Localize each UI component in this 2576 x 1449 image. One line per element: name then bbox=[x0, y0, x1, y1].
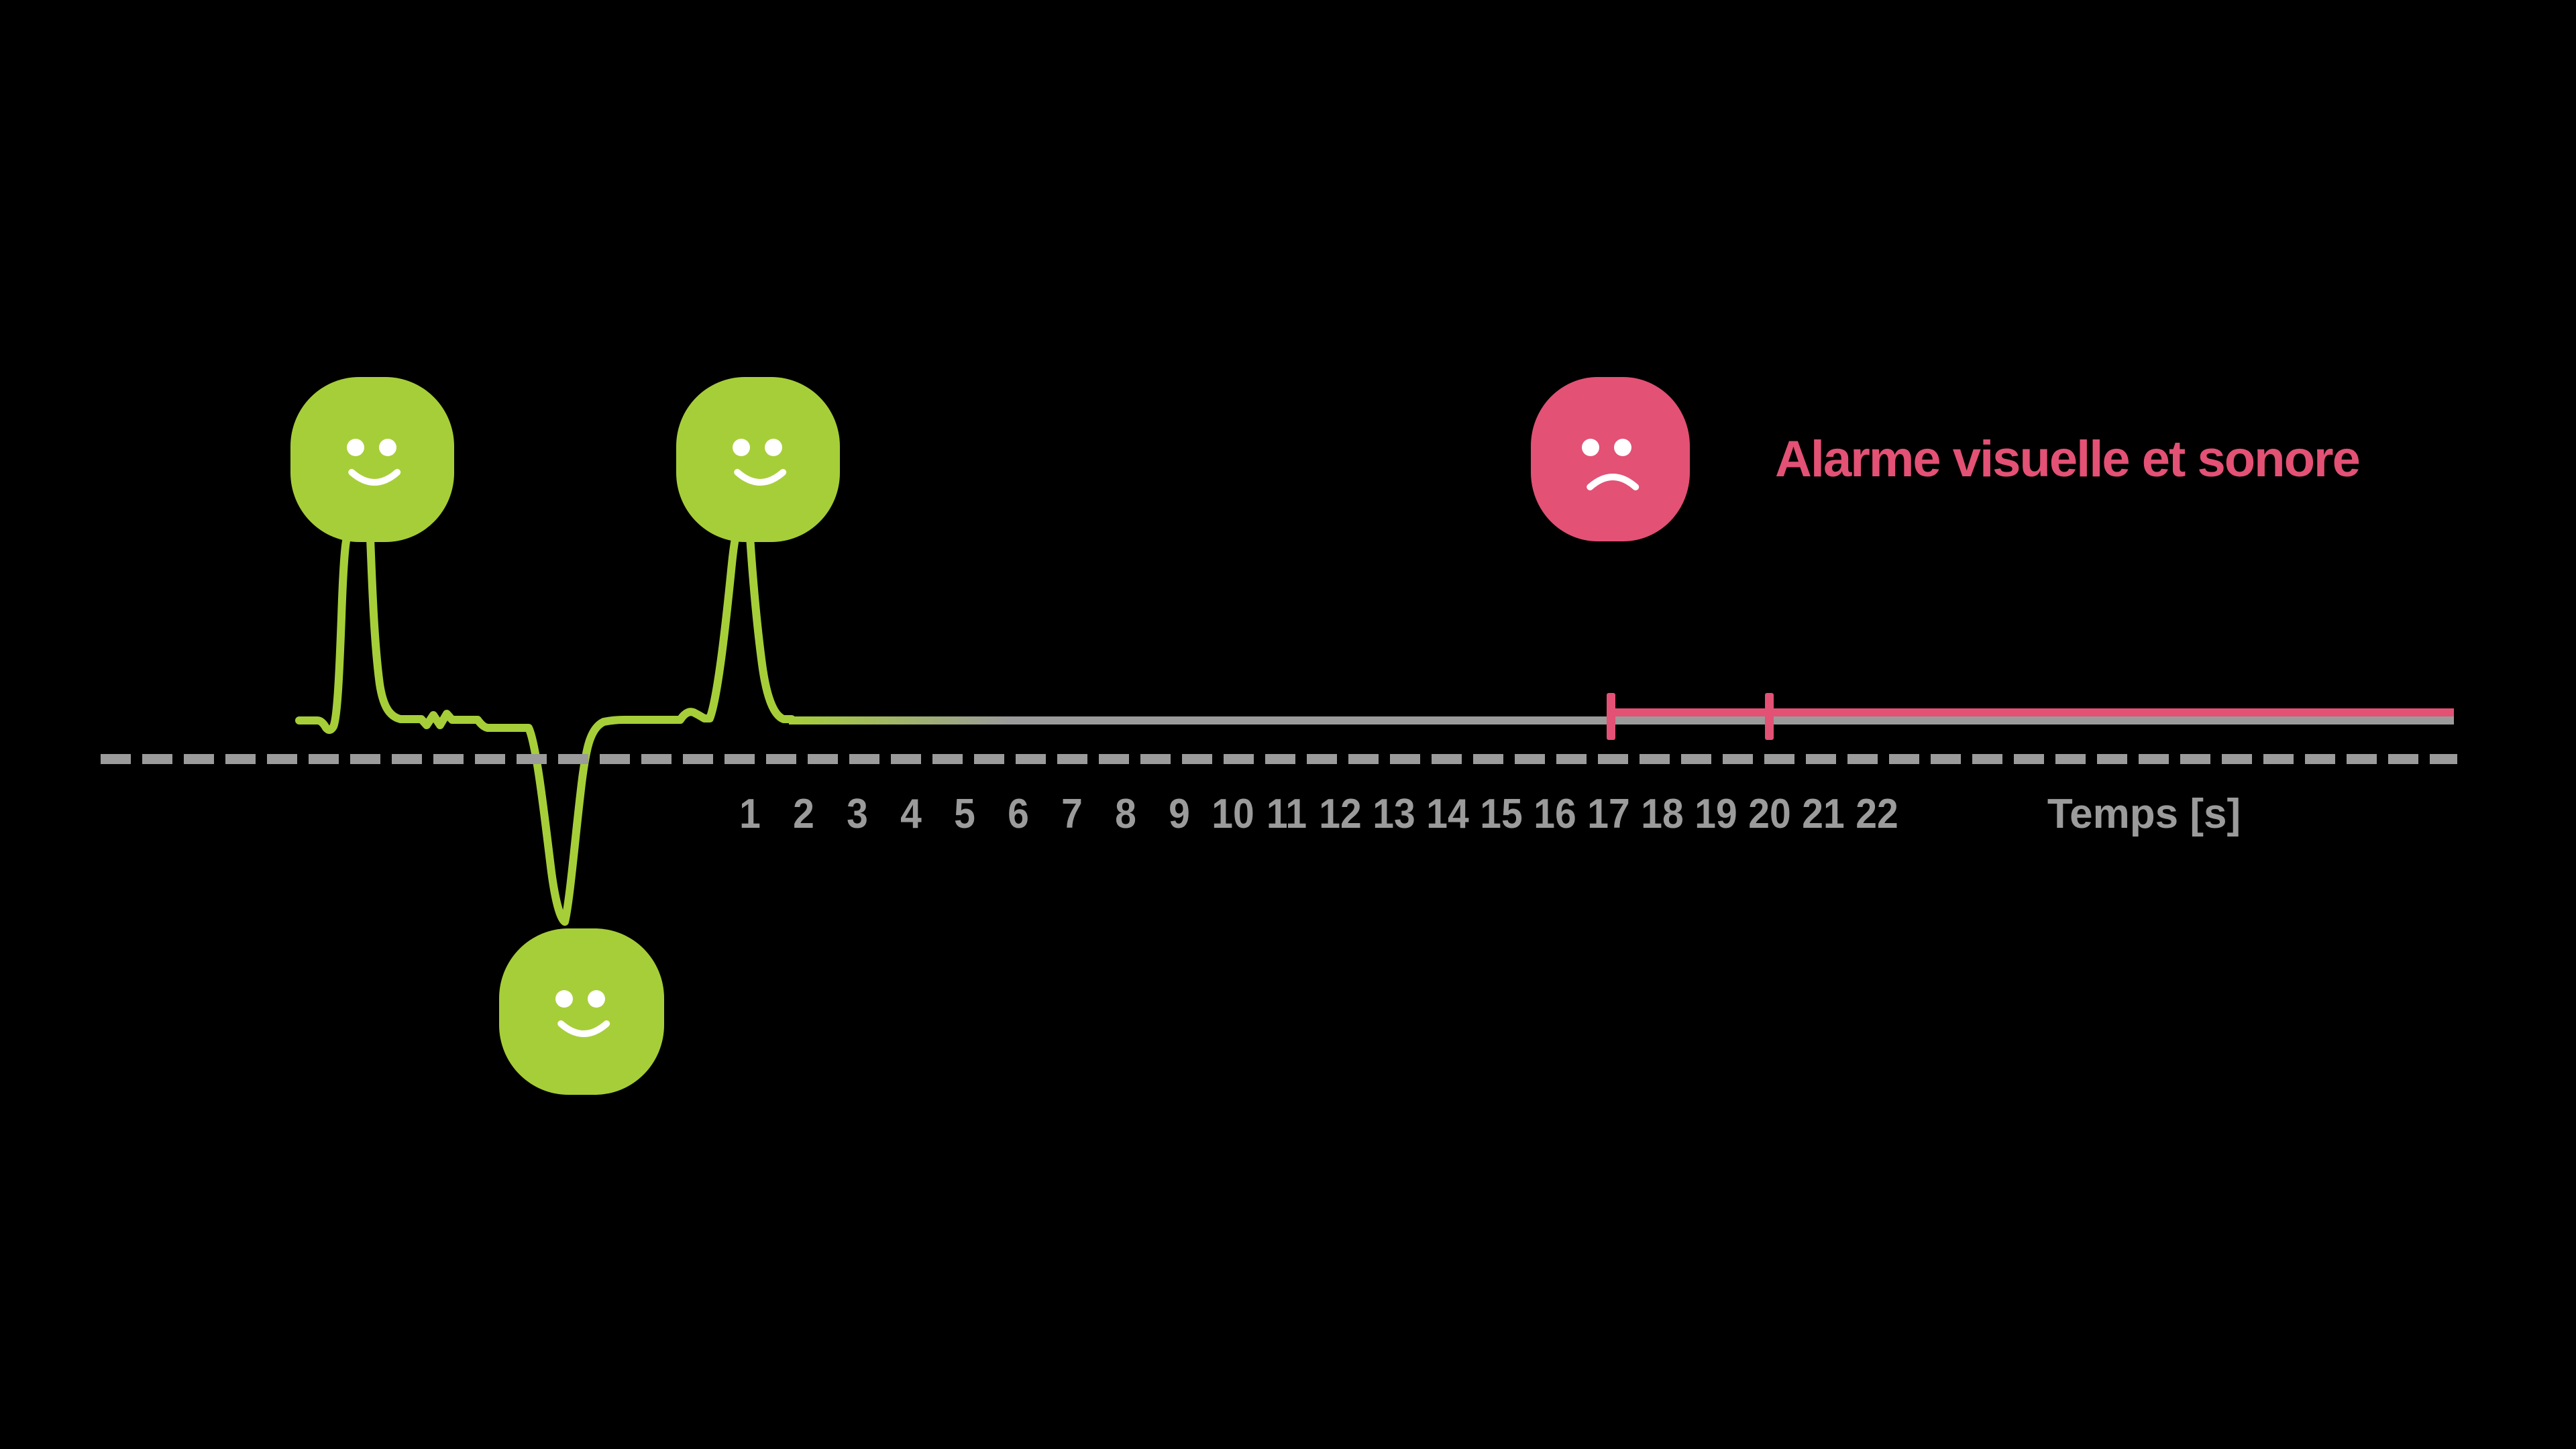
sad-face-alarm bbox=[1531, 377, 1690, 541]
axis-tick-13: 13 bbox=[1373, 791, 1415, 837]
happy-face-breath-2 bbox=[676, 377, 840, 542]
axis-tick-10: 10 bbox=[1212, 791, 1254, 837]
alarm-start-tick-17s bbox=[1607, 693, 1615, 740]
axis-tick-4: 4 bbox=[900, 791, 922, 837]
right-eye bbox=[1614, 439, 1631, 456]
timeline-baseline-dashed bbox=[101, 754, 2457, 764]
happy-face-breath-1 bbox=[290, 377, 454, 542]
alarm-duration-line bbox=[1611, 708, 2454, 716]
smile-mouth bbox=[347, 468, 401, 494]
happy-face-breath-3 bbox=[499, 928, 664, 1095]
axis-tick-20: 20 bbox=[1748, 791, 1791, 837]
axis-tick-1: 1 bbox=[739, 791, 761, 837]
axis-tick-6: 6 bbox=[1008, 791, 1029, 837]
smile-mouth bbox=[557, 1020, 610, 1046]
axis-tick-21: 21 bbox=[1802, 791, 1845, 837]
alarm-tick-20s bbox=[1765, 693, 1774, 740]
left-eye bbox=[733, 439, 750, 456]
axis-tick-8: 8 bbox=[1115, 791, 1136, 837]
axis-tick-18: 18 bbox=[1641, 791, 1684, 837]
left-eye bbox=[1582, 439, 1599, 456]
axis-tick-15: 15 bbox=[1480, 791, 1523, 837]
axis-tick-19: 19 bbox=[1695, 791, 1737, 837]
axis-tick-22: 22 bbox=[1856, 791, 1898, 837]
axis-tick-7: 7 bbox=[1061, 791, 1083, 837]
axis-tick-2: 2 bbox=[793, 791, 814, 837]
left-eye bbox=[555, 990, 573, 1008]
flatline-segment bbox=[789, 716, 2454, 724]
alarm-label: Alarme visuelle et sonore bbox=[1775, 431, 2361, 488]
axis-tick-14: 14 bbox=[1426, 791, 1469, 837]
axis-tick-17: 17 bbox=[1587, 791, 1630, 837]
right-eye bbox=[588, 990, 605, 1008]
frown-mouth bbox=[1586, 468, 1640, 494]
right-eye bbox=[765, 439, 782, 456]
right-eye bbox=[379, 439, 396, 456]
axis-tick-9: 9 bbox=[1169, 791, 1190, 837]
axis-tick-16: 16 bbox=[1534, 791, 1576, 837]
axis-tick-3: 3 bbox=[847, 791, 868, 837]
left-eye bbox=[347, 439, 364, 456]
axis-tick-11: 11 bbox=[1266, 791, 1307, 837]
axis-tick-12: 12 bbox=[1319, 791, 1362, 837]
time-axis-label: Temps [s] bbox=[2047, 791, 2241, 837]
smile-mouth bbox=[733, 468, 787, 494]
axis-tick-5: 5 bbox=[954, 791, 975, 837]
